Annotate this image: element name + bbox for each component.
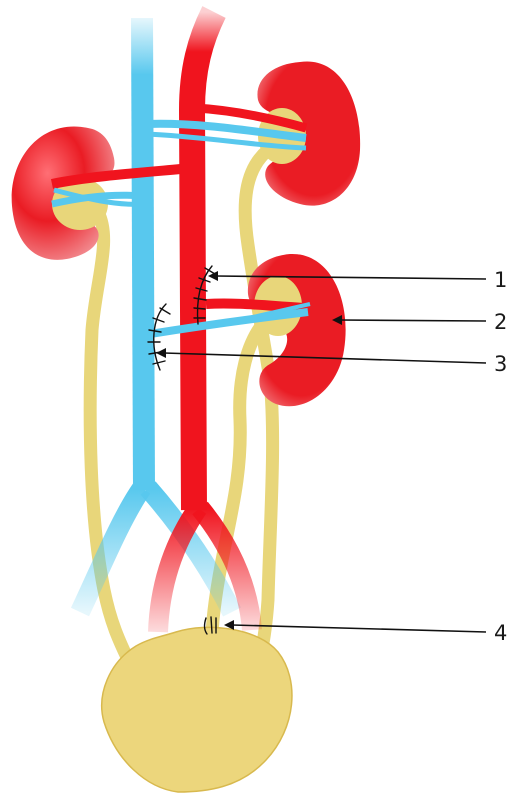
- callout-label-3: 3: [494, 352, 507, 376]
- aorta-trunk: [192, 12, 214, 510]
- suture-stitch: [153, 361, 165, 364]
- vena-cava-trunk: [142, 18, 144, 490]
- bladder: [102, 627, 292, 792]
- left-iliac-artery: [158, 508, 198, 632]
- callout-label-1: 1: [494, 268, 507, 292]
- suture-stitch: [153, 318, 164, 322]
- leader-2: [340, 320, 486, 321]
- callout-label-2: 2: [494, 310, 507, 334]
- suture-mark-b: [211, 617, 212, 633]
- callout-labels: 1 2 3 4: [494, 268, 507, 645]
- callout-label-4: 4: [494, 621, 507, 645]
- suture-stitch: [160, 308, 170, 314]
- suture-stitch: [194, 308, 205, 309]
- leader-3-arrowhead: [156, 348, 166, 358]
